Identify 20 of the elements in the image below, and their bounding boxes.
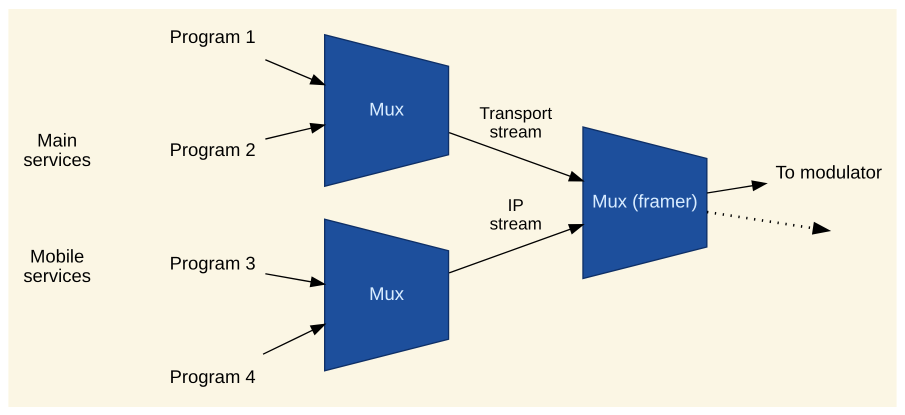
arrow <box>448 131 585 181</box>
arrow <box>265 58 326 85</box>
node-text: Program 1 <box>170 25 256 46</box>
node-text: Program 2 <box>170 138 256 160</box>
label: Mobile services <box>23 244 91 286</box>
node-text: Program 3 <box>170 252 256 274</box>
node-text: To modulator <box>775 161 882 182</box>
edge-label: Transport stream <box>479 102 552 141</box>
arrow <box>265 272 326 287</box>
node-box: Mux <box>324 33 450 187</box>
arrow <box>706 210 832 234</box>
node-text: Program 4 <box>170 365 256 386</box>
arrow <box>262 323 326 354</box>
arrow <box>448 223 585 273</box>
label: Main services <box>23 128 91 170</box>
arrow <box>706 180 768 194</box>
node-box: Mux (framer) <box>582 126 708 279</box>
arrow <box>265 122 326 140</box>
edge-label: IP stream <box>490 194 542 234</box>
node-box: Mux <box>324 218 450 372</box>
